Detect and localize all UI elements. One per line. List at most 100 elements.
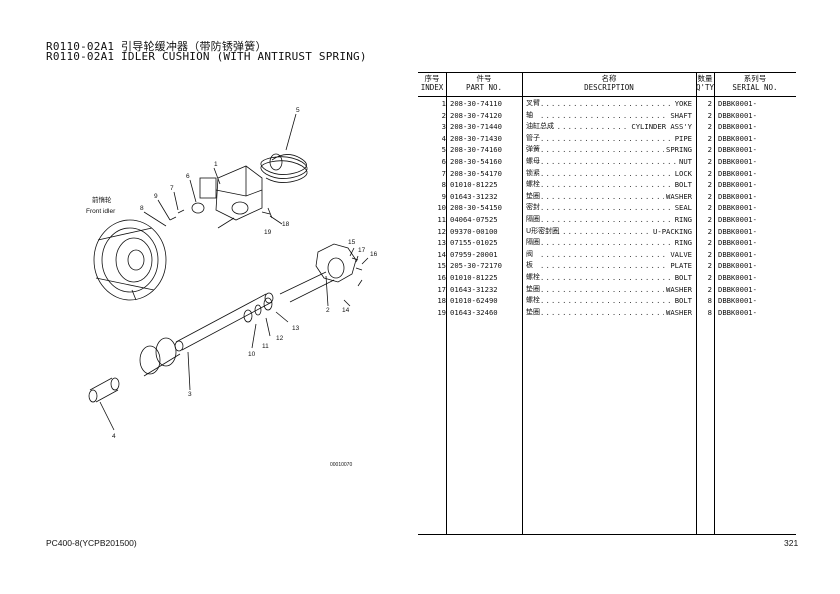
- leader-dots: ....................................: [540, 157, 694, 166]
- cell-serial: DBBK0001-: [718, 110, 757, 120]
- callout-10: 10: [248, 351, 256, 358]
- leader-dots: ....................................: [540, 203, 694, 213]
- leader-dots: ....................................: [540, 215, 694, 224]
- leader-dots: ....................................: [540, 122, 694, 132]
- cell-qty: 2: [707, 180, 712, 190]
- description-zh: 垫圈: [526, 191, 540, 200]
- callout-1: 1: [214, 161, 218, 168]
- description-en: WASHER: [664, 190, 692, 203]
- cell-serial: DBBK0001-: [718, 296, 757, 306]
- cell-serial: DBBK0001-: [718, 261, 757, 271]
- callout-3: 3: [188, 391, 192, 398]
- callout-6: 6: [186, 173, 190, 180]
- description-en: PIPE: [672, 132, 692, 145]
- cell-index: 9: [441, 191, 446, 201]
- cell-qty: 2: [707, 110, 712, 120]
- cell-index: 4: [441, 133, 446, 143]
- page-number: 321: [784, 538, 799, 548]
- description-zh: 螺栓: [526, 273, 540, 281]
- description-en: WASHER: [664, 306, 692, 319]
- leader-dots: ....................................: [540, 307, 694, 317]
- leader-dots: ....................................: [540, 191, 694, 201]
- cell-serial: DBBK0001-: [718, 238, 757, 248]
- cell-qty: 2: [707, 249, 712, 259]
- cell-index: 13: [437, 238, 446, 248]
- description-en: VALVE: [668, 248, 692, 261]
- front-idler-label-zh: 前惰轮: [92, 195, 112, 204]
- header-serial: 系列号 SERIAL NO.: [732, 74, 778, 92]
- cell-part-no: 01643-31232: [450, 284, 498, 294]
- description-zh: 管子: [526, 133, 540, 142]
- leader-dots: ....................................: [540, 145, 694, 155]
- pipe-drawing: [88, 377, 120, 403]
- cell-index: 17: [437, 284, 446, 294]
- header-description: 名称 DESCRIPTION: [584, 74, 634, 92]
- callout-15: 15: [348, 239, 356, 246]
- callout-5: 5: [296, 107, 300, 114]
- yoke-drawing: [199, 165, 263, 221]
- cell-serial: DBBK0001-: [718, 191, 757, 201]
- callout-13: 13: [292, 325, 300, 332]
- callout-16: 16: [370, 251, 378, 258]
- cell-part-no: 01010-62490: [450, 296, 498, 306]
- leader-dots: ....................................: [540, 249, 694, 259]
- cell-index: 14: [437, 249, 446, 259]
- cell-index: 1: [441, 99, 446, 108]
- cell-serial: DBBK0001-: [718, 145, 757, 155]
- callout-9: 9: [154, 193, 158, 200]
- cell-qty: 2: [707, 133, 712, 143]
- cell-part-no: 208-30-54170: [450, 168, 502, 178]
- cell-index: 5: [441, 145, 446, 155]
- description-zh: 垫圈: [526, 307, 540, 316]
- leader-dots: ....................................: [540, 273, 694, 282]
- cell-qty: 2: [707, 203, 712, 213]
- cell-index: 15: [437, 261, 446, 271]
- cell-part-no: 205-30-72170: [450, 261, 502, 271]
- cell-index: 2: [441, 110, 446, 120]
- description-en: YOKE: [672, 98, 692, 110]
- cell-serial: DBBK0001-: [718, 273, 757, 282]
- leader-dots: ....................................: [540, 284, 694, 294]
- description-zh: 螺母: [526, 157, 540, 165]
- cell-qty: 2: [707, 238, 712, 248]
- callout-18: 18: [282, 221, 290, 228]
- cell-qty: 2: [707, 99, 712, 108]
- description-zh: 阀: [526, 249, 533, 258]
- cell-index: 3: [441, 122, 446, 132]
- description-zh: 螺栓: [526, 180, 540, 189]
- model-footer: PC400-8(YCPB201500): [46, 538, 137, 548]
- leader-dots: ....................................: [540, 226, 694, 236]
- cell-part-no: 07959-20001: [450, 249, 498, 259]
- description-en: BOLT: [672, 179, 692, 191]
- cell-part-no: 01643-32460: [450, 307, 498, 317]
- cell-part-no: 208-30-74120: [450, 110, 502, 120]
- cell-qty: 2: [707, 122, 712, 132]
- cell-part-no: 208-30-71440: [450, 122, 502, 132]
- cell-part-no: 208-30-74110: [450, 99, 502, 108]
- cell-index: 7: [441, 168, 446, 178]
- description-en: RING: [672, 237, 692, 249]
- cell-qty: 2: [707, 191, 712, 201]
- cell-serial: DBBK0001-: [718, 203, 757, 213]
- cell-serial: DBBK0001-: [718, 249, 757, 259]
- cell-index: 10: [437, 203, 446, 213]
- description-zh: U形密封圈: [526, 226, 560, 235]
- header-index: 序号 INDEX: [420, 74, 444, 92]
- description-zh: 轴: [526, 110, 533, 119]
- cell-serial: DBBK0001-: [718, 180, 757, 190]
- table-row: 5208-30-74160弹簧.........................…: [418, 144, 796, 156]
- cell-index: 12: [437, 226, 446, 236]
- cell-serial: DBBK0001-: [718, 133, 757, 143]
- description-zh: 隔圈: [526, 215, 540, 223]
- description-zh: 板: [526, 261, 533, 270]
- leader-dots: ....................................: [540, 133, 694, 143]
- cell-part-no: 01010-81225: [450, 180, 498, 190]
- table-row: 14 07959-20001 阀..........................…: [418, 248, 796, 261]
- table-row: 1701643-31232垫圈.........................…: [418, 283, 796, 296]
